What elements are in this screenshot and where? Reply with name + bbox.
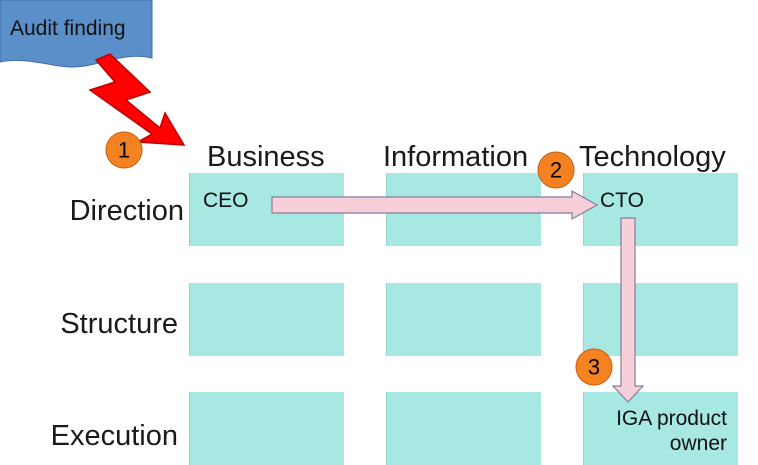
column-header-information: Information <box>383 141 529 173</box>
cell-direction-technology <box>583 173 738 246</box>
column-header-business: Business <box>207 141 325 173</box>
arrow-cto-to-iga <box>611 217 645 403</box>
arrow-ceo-to-cto <box>271 189 599 221</box>
row-header-execution: Execution <box>50 420 178 452</box>
cell-execution-information <box>386 392 541 465</box>
step-badge-1: 1 <box>105 131 143 169</box>
cell-structure-technology <box>583 283 738 356</box>
column-header-technology: Technology <box>579 141 726 173</box>
cell-structure-business <box>189 283 344 356</box>
cell-execution-business <box>189 392 344 465</box>
step-badge-3: 3 <box>575 348 613 386</box>
step-badge-2-label: 2 <box>550 158 562 183</box>
cell-text-ceo: CEO <box>203 189 249 212</box>
cell-structure-information <box>386 283 541 356</box>
cell-text-iga-line1: IGA product <box>616 407 727 430</box>
step-badge-3-label: 3 <box>588 355 600 380</box>
audit-finding-label: Audit finding <box>10 17 126 40</box>
lightning-arrow <box>88 53 186 146</box>
row-header-structure: Structure <box>60 308 178 340</box>
row-header-direction: Direction <box>69 195 184 227</box>
step-badge-2: 2 <box>537 151 575 189</box>
cell-text-cto: CTO <box>600 189 644 212</box>
cell-text-iga-product-owner: IGA product owner <box>583 406 727 456</box>
cell-execution-technology <box>583 392 738 465</box>
step-badge-1-label: 1 <box>118 138 130 163</box>
cell-text-iga-line2: owner <box>669 432 727 456</box>
audit-finding-banner <box>0 0 153 68</box>
